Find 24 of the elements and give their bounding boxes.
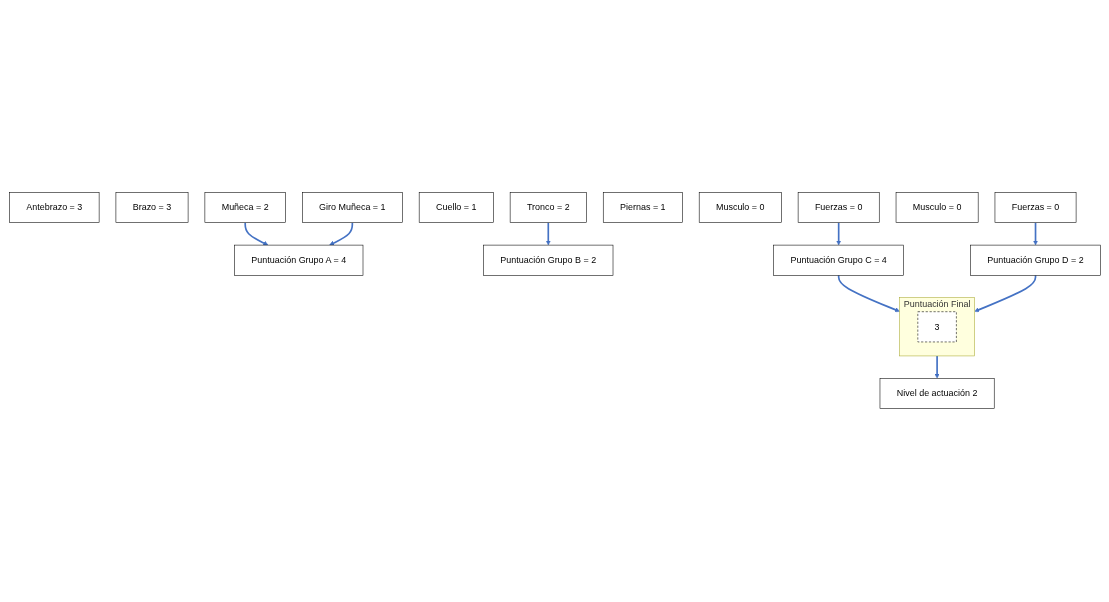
node-box: Cuello = 1 <box>418 192 494 224</box>
node-box: Tronco = 2 <box>509 192 587 224</box>
arrow <box>1032 222 1038 246</box>
node-box: Giro Muñeca = 1 <box>301 192 403 224</box>
node-box: Piernas = 1 <box>602 192 683 224</box>
node-box: Fuerzas = 0 <box>797 192 879 224</box>
node-box: Antebrazo = 3 <box>8 192 99 224</box>
node-box: Fuerzas = 0 <box>994 192 1076 224</box>
arrow <box>835 222 841 246</box>
node-box: Nivel de actuación 2 <box>879 378 994 410</box>
node-box: Puntuación Grupo A = 4 <box>233 245 363 277</box>
node-box: Brazo = 3 <box>115 192 188 224</box>
node-box: Musculo = 0 <box>895 192 978 224</box>
arrow <box>837 274 900 313</box>
node-box: Puntuación Grupo C = 4 <box>772 245 904 277</box>
node-box: Musculo = 0 <box>698 192 782 224</box>
node-box: 3 <box>917 311 957 343</box>
arrow <box>328 222 353 246</box>
arrow <box>243 222 268 246</box>
arrow <box>973 274 1036 313</box>
node-box: Puntuación Grupo D = 2 <box>969 245 1101 277</box>
node-box: Puntuación Grupo B = 2 <box>482 245 613 277</box>
node-box: Muñeca = 2 <box>204 192 286 224</box>
arrow <box>545 222 551 246</box>
